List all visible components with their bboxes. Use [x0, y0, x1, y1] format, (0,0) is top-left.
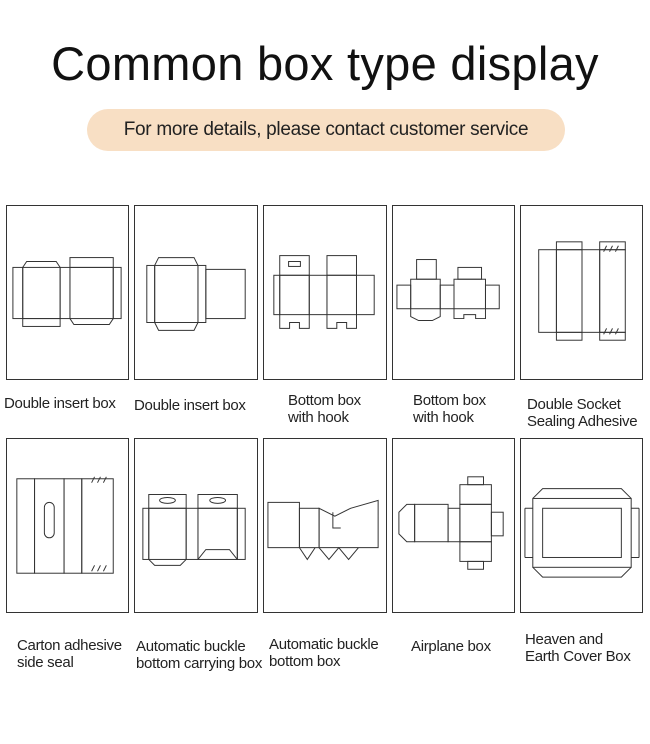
box-label-bottom-hook-2: Bottom box with hook — [413, 392, 486, 426]
box-label-airplane: Airplane box — [411, 638, 491, 655]
label-line: with hook — [288, 409, 349, 426]
box-label-auto-buckle-bottom: Automatic buckle bottom box — [269, 636, 379, 670]
label-line: Double Socket — [527, 396, 621, 413]
label-line: Double insert box — [4, 395, 116, 412]
bottom-box-with-hook-dieline-icon — [396, 259, 500, 322]
box-label-bottom-hook-1: Bottom box with hook — [288, 392, 361, 426]
automatic-buckle-carrying-box-dieline-icon — [142, 494, 246, 566]
box-card-auto-buckle-carrying[interactable] — [134, 438, 258, 613]
box-card-bottom-hook-2[interactable] — [392, 205, 515, 380]
box-label-double-insert-2: Double insert box — [134, 397, 246, 414]
airplane-box-dieline-icon — [398, 476, 504, 570]
label-line: Bottom box — [413, 392, 486, 409]
box-label-carton-side-seal: Carton adhesive side seal — [17, 637, 122, 671]
box-label-double-socket: Double Socket Sealing Adhesive — [527, 396, 638, 430]
label-line: Automatic buckle — [269, 636, 379, 653]
label-line: Automatic buckle — [136, 638, 246, 655]
double-insert-box-dieline-icon — [146, 257, 246, 331]
double-insert-box-dieline-icon — [12, 257, 122, 327]
label-line: Double insert box — [134, 397, 246, 414]
label-line: with hook — [413, 409, 474, 426]
box-card-airplane[interactable] — [392, 438, 515, 613]
automatic-buckle-bottom-box-dieline-icon — [267, 499, 379, 561]
contact-banner: For more details, please contact custome… — [87, 109, 565, 151]
heaven-earth-cover-box-dieline-icon — [524, 488, 640, 578]
box-card-double-insert-2[interactable] — [134, 205, 258, 380]
bottom-box-with-hook-dieline-icon — [273, 255, 375, 329]
box-label-heaven-earth: Heaven and Earth Cover Box — [525, 631, 631, 665]
box-label-auto-buckle-carrying: Automatic buckle bottom carrying box — [136, 638, 262, 672]
label-line: bottom carrying box — [136, 655, 263, 672]
label-line: side seal — [17, 654, 74, 671]
label-line: Carton adhesive — [17, 637, 122, 654]
box-card-auto-buckle-bottom[interactable] — [263, 438, 387, 613]
label-line: Heaven and — [525, 631, 603, 648]
double-socket-adhesive-dieline-icon — [538, 241, 626, 341]
label-line: Bottom box — [288, 392, 361, 409]
carton-side-seal-dieline-icon — [16, 476, 114, 574]
box-card-carton-side-seal[interactable] — [6, 438, 129, 613]
box-card-double-insert-1[interactable] — [6, 205, 129, 380]
box-card-bottom-hook-1[interactable] — [263, 205, 387, 380]
box-card-double-socket[interactable] — [520, 205, 643, 380]
label-line: bottom box — [269, 653, 341, 670]
label-line: Airplane box — [411, 638, 491, 655]
box-card-heaven-earth[interactable] — [520, 438, 643, 613]
box-label-double-insert-1: Double insert box — [4, 395, 116, 412]
page-title: Common box type display — [51, 37, 599, 90]
label-line: Sealing Adhesive — [527, 413, 638, 430]
label-line: Earth Cover Box — [525, 648, 631, 665]
contact-banner-text: For more details, please contact custome… — [123, 119, 529, 140]
